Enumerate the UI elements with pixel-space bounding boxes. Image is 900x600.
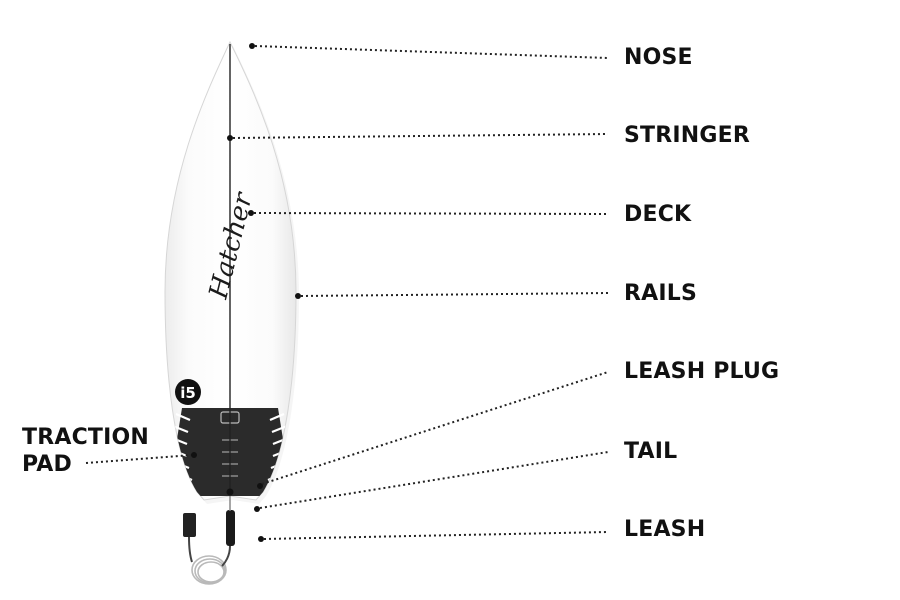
leash-plug bbox=[226, 488, 234, 496]
label-tail: TAIL bbox=[624, 439, 678, 464]
label-rails: RAILS bbox=[624, 281, 698, 306]
label-traction-pad: TRACTION PAD bbox=[22, 424, 149, 478]
label-leash-plug: LEASH PLUG bbox=[624, 359, 780, 384]
svg-text:i5: i5 bbox=[180, 384, 196, 402]
leader-stringer bbox=[232, 133, 609, 139]
leader-leash bbox=[263, 531, 609, 540]
leader-deck bbox=[253, 212, 609, 215]
leader-tail bbox=[259, 451, 609, 509]
leader-rails bbox=[300, 292, 609, 297]
leader-leash-plug bbox=[261, 371, 609, 485]
brand-badge: i5 bbox=[175, 379, 201, 405]
label-leash: LEASH bbox=[624, 517, 706, 542]
label-deck: DECK bbox=[624, 202, 692, 227]
label-stringer: STRINGER bbox=[624, 123, 751, 148]
leash bbox=[183, 496, 235, 585]
label-traction-pad-line2: PAD bbox=[22, 452, 72, 477]
leader-nose bbox=[254, 45, 609, 59]
label-nose: NOSE bbox=[624, 45, 693, 70]
label-traction-pad-line1: TRACTION bbox=[22, 425, 150, 450]
